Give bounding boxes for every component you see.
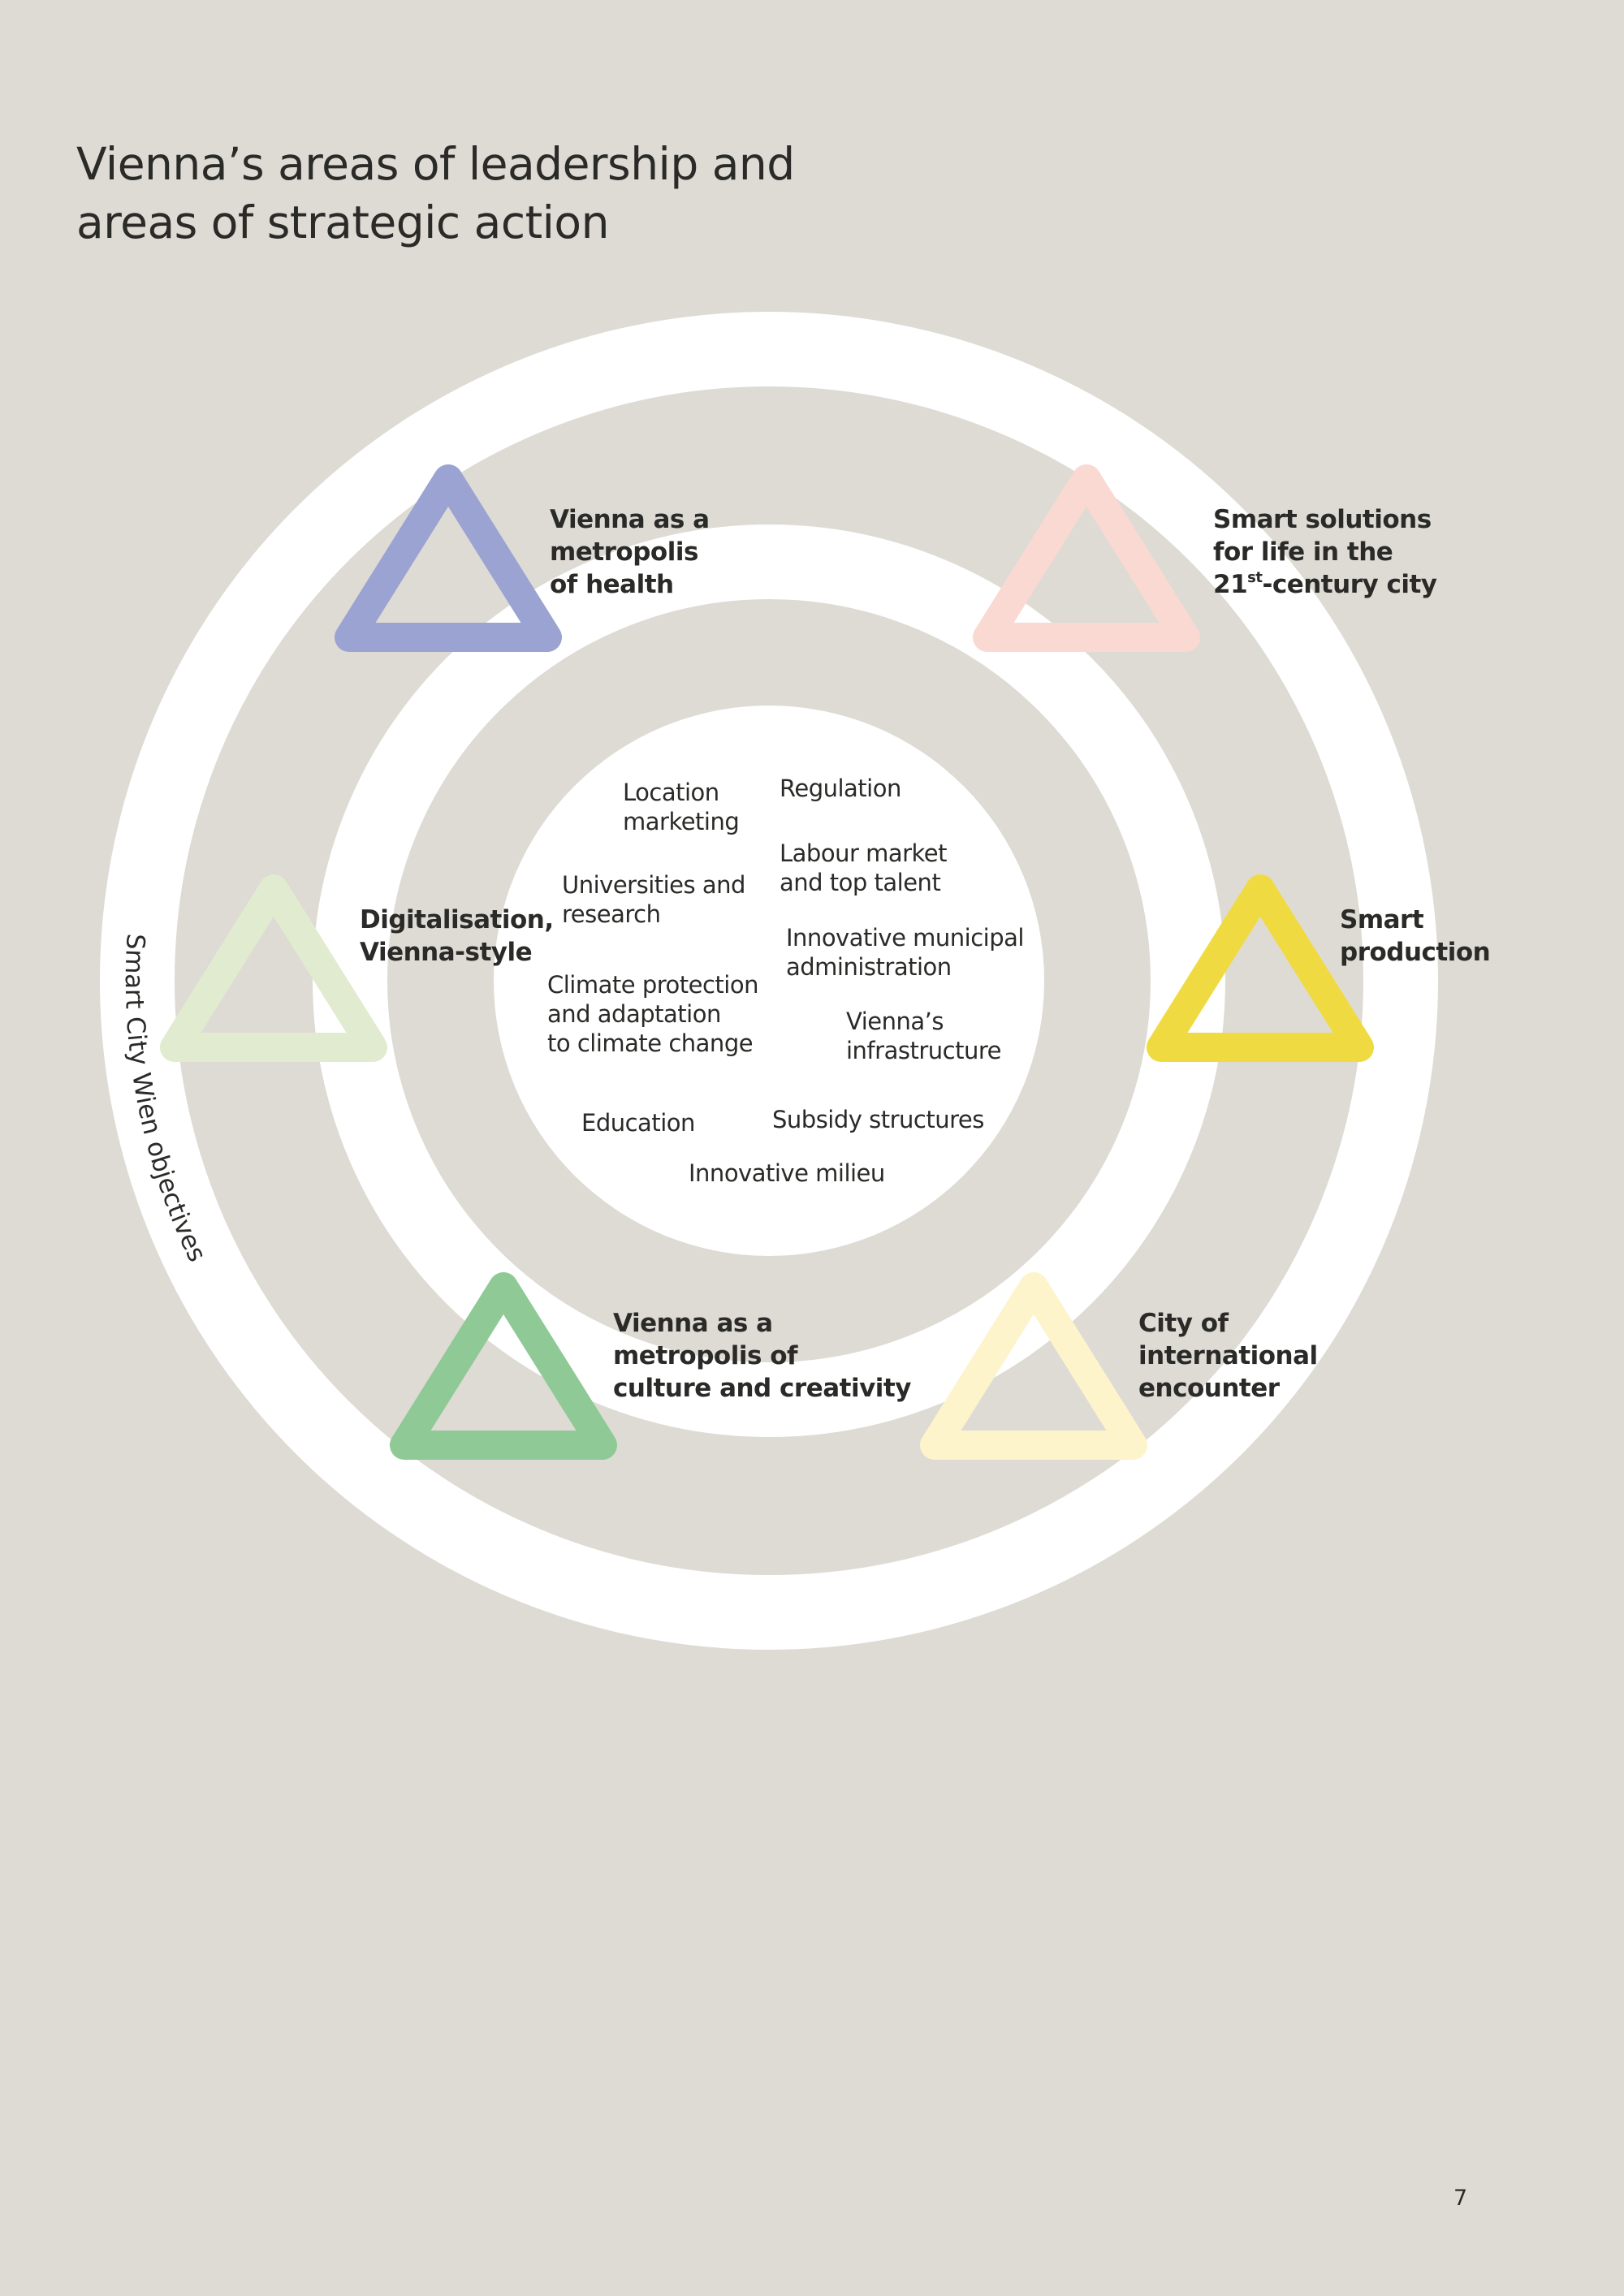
page-number: 7 bbox=[1453, 2186, 1468, 2211]
inner-disc bbox=[494, 706, 1044, 1256]
label-health: Vienna as a metropolis of health bbox=[550, 503, 710, 601]
action-milieu: Innovative milieu bbox=[689, 1159, 885, 1188]
action-line: research bbox=[562, 900, 661, 928]
outer-ring bbox=[100, 312, 1438, 1650]
label-line: production bbox=[1340, 938, 1491, 967]
action-line: Innovative municipal bbox=[786, 924, 1024, 952]
action-regulation: Regulation bbox=[780, 774, 901, 803]
action-line: and adaptation bbox=[547, 1000, 721, 1028]
action-location-marketing: Location marketing bbox=[623, 778, 740, 836]
action-line: Vienna’s bbox=[846, 1008, 944, 1035]
triangle-international-icon bbox=[920, 1272, 1147, 1460]
action-labour-market: Labour market and top talent bbox=[780, 839, 948, 897]
action-line: to climate change bbox=[547, 1029, 754, 1057]
label-culture: Vienna as a metropolis of culture and cr… bbox=[613, 1307, 911, 1405]
label-rest: -century city bbox=[1262, 570, 1437, 599]
action-line: Labour market bbox=[780, 839, 948, 867]
label-line: metropolis bbox=[550, 537, 698, 567]
label-line: encounter bbox=[1138, 1374, 1280, 1403]
label-line: of health bbox=[550, 570, 674, 599]
action-line: Regulation bbox=[780, 775, 901, 802]
triangle-culture-icon bbox=[390, 1272, 617, 1460]
label-line: City of bbox=[1138, 1309, 1229, 1338]
page-title: Vienna’s areas of leadership and areas o… bbox=[76, 135, 795, 252]
label-line: metropolis of bbox=[613, 1341, 797, 1370]
label-smart-solutions: Smart solutions for life in the 21st-cen… bbox=[1213, 503, 1437, 601]
action-line: Universities and bbox=[562, 871, 745, 899]
label-line: Vienna-style bbox=[360, 938, 533, 967]
action-line: Subsidy structures bbox=[772, 1106, 984, 1133]
action-municipal-admin: Innovative municipal administration bbox=[786, 923, 1024, 982]
label-line: 21st-century city bbox=[1213, 568, 1437, 601]
action-line: marketing bbox=[623, 808, 740, 835]
label-international: City of international encounter bbox=[1138, 1307, 1318, 1405]
action-education: Education bbox=[581, 1108, 695, 1137]
label-line: culture and creativity bbox=[613, 1374, 911, 1403]
label-line: international bbox=[1138, 1341, 1318, 1370]
action-infrastructure: Vienna’s infrastructure bbox=[846, 1007, 1001, 1065]
triangle-smart-solutions-icon bbox=[973, 464, 1200, 652]
title-line-2: areas of strategic action bbox=[76, 196, 609, 248]
action-universities: Universities and research bbox=[562, 870, 745, 929]
label-line: Digitalisation, bbox=[360, 905, 554, 934]
action-subsidy: Subsidy structures bbox=[772, 1105, 984, 1134]
label-digitalisation: Digitalisation, Vienna-style bbox=[360, 904, 554, 969]
action-line: administration bbox=[786, 953, 952, 981]
action-climate: Climate protection and adaptation to cli… bbox=[547, 970, 758, 1058]
label-line: for life in the bbox=[1213, 537, 1393, 567]
triangle-digitalisation-icon bbox=[160, 874, 387, 1062]
action-line: Innovative milieu bbox=[689, 1159, 885, 1187]
label-superscript: st bbox=[1247, 569, 1263, 586]
action-line: Climate protection bbox=[547, 971, 758, 999]
action-line: and top talent bbox=[780, 869, 941, 896]
action-line: Location bbox=[623, 779, 719, 806]
action-line: infrastructure bbox=[846, 1037, 1001, 1064]
label-line: Smart solutions bbox=[1213, 505, 1432, 534]
label-line: Vienna as a bbox=[613, 1309, 773, 1338]
triangle-smart-production-icon bbox=[1147, 874, 1374, 1062]
action-line: Education bbox=[581, 1109, 695, 1137]
label-line: Smart bbox=[1340, 905, 1424, 934]
label-line: Vienna as a bbox=[550, 505, 710, 534]
triangle-health-icon bbox=[335, 464, 562, 652]
label-smart-production: Smart production bbox=[1340, 904, 1491, 969]
label-number: 21 bbox=[1213, 570, 1248, 599]
title-line-1: Vienna’s areas of leadership and bbox=[76, 138, 795, 190]
